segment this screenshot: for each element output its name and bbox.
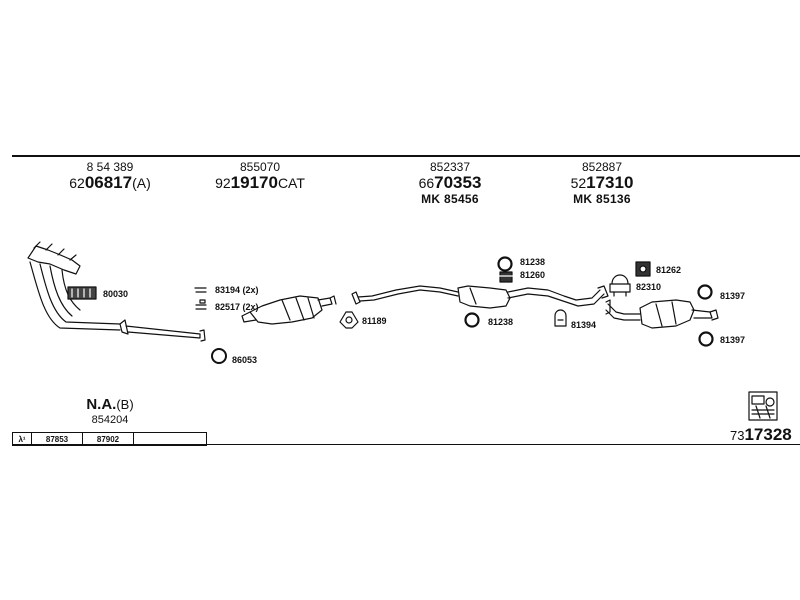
ring-86053	[211, 348, 227, 364]
group-1-line2: 6206817(A)	[69, 173, 151, 192]
label-82517: 82517 (2x)	[215, 302, 259, 312]
clamp-82310	[609, 274, 631, 297]
gasket-81189	[339, 311, 359, 329]
ring-81397-top	[697, 284, 713, 300]
middle-silencer	[351, 285, 609, 309]
ring-81238-top	[497, 256, 513, 272]
label-81394: 81394	[571, 320, 597, 330]
rear-silencer	[605, 299, 719, 329]
parts-box-icon	[748, 391, 778, 421]
bottom-rule	[12, 444, 800, 445]
clamp-block-icon	[67, 286, 97, 300]
group-1-line1: 8 54 389	[86, 160, 134, 174]
group-3-line1: 852337	[429, 160, 471, 174]
label-86053: 86053	[232, 355, 258, 365]
header-group-1: 8 54 389 6206817(A)	[60, 160, 160, 192]
group-3-line2: 6670353	[418, 173, 482, 192]
total-number: 7317328	[730, 425, 792, 444]
label-83194: 83194 (2x)	[215, 285, 259, 295]
footer-table: λ¹ 87853 87902	[12, 432, 207, 446]
header-group-3: 852337 6670353 MK 85456	[400, 160, 500, 206]
group-4-line3: MK 85136	[573, 192, 631, 206]
label-81238-top: 81238	[520, 257, 546, 267]
label-81397-bottom: 81397	[720, 335, 746, 345]
hanger-81262	[635, 261, 651, 277]
label-81260: 81260	[520, 270, 546, 280]
group-2-line1: 855070	[239, 160, 281, 174]
table-cell-87902: 87902	[83, 433, 134, 445]
group-2-line2: 9219170CAT	[215, 173, 305, 192]
na-number: 854204	[91, 414, 129, 426]
group-3-line3: MK 85456	[421, 192, 479, 206]
label-81189: 81189	[362, 316, 387, 326]
group-4-line1: 852887	[581, 160, 623, 174]
label-81397-top: 81397	[720, 291, 746, 301]
label-81262: 81262	[656, 265, 682, 275]
exhaust-manifold	[27, 241, 206, 342]
clamp-parts	[194, 287, 207, 310]
label-82310: 82310	[636, 282, 662, 292]
table-cell-empty	[134, 433, 206, 445]
hanger-81260	[497, 271, 515, 283]
ring-81238-bottom	[464, 312, 480, 328]
header-group-2: 855070 9219170CAT	[205, 160, 315, 192]
footer-na-block: N.A.(B) 854204	[70, 396, 150, 426]
hanger-81394	[554, 309, 567, 327]
top-rule	[12, 155, 800, 157]
label-81238-bottom: 81238	[488, 317, 514, 327]
label-80030: 80030	[103, 289, 129, 299]
ring-81397-bottom	[698, 331, 714, 347]
table-cell-87853: 87853	[32, 433, 83, 445]
table-cell-lambda: λ¹	[13, 433, 32, 445]
na-label: N.A.(B)	[86, 396, 134, 413]
catalytic-converter	[241, 295, 337, 325]
group-4-line2: 5217310	[570, 173, 634, 192]
header-group-4: 852887 5217310 MK 85136	[552, 160, 652, 206]
